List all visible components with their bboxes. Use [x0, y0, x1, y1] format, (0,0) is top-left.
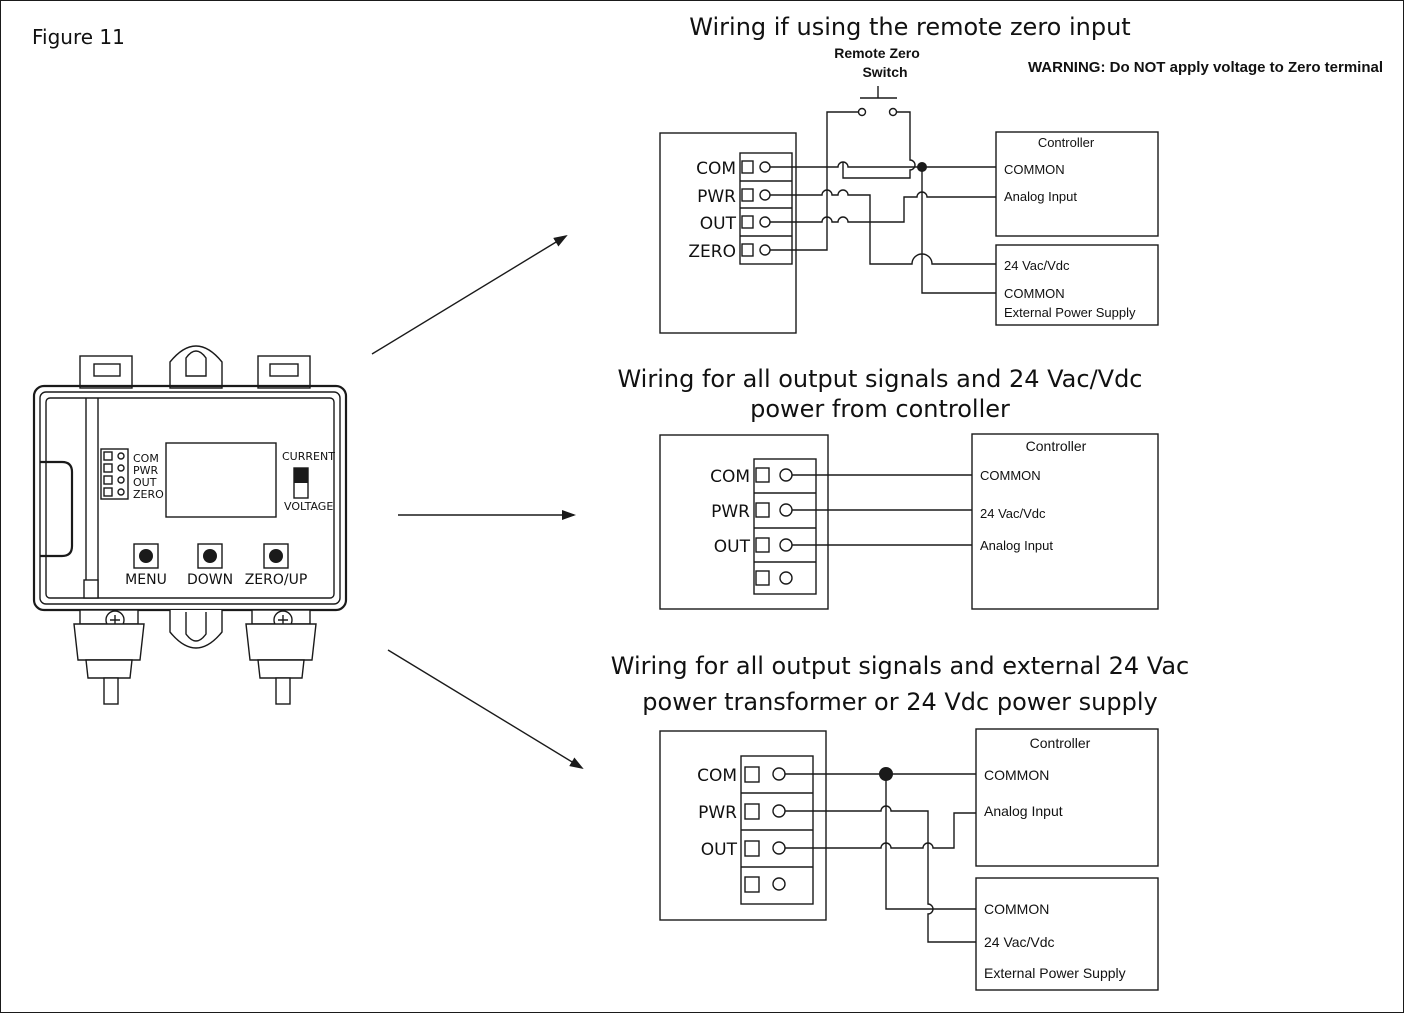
- panel-3-supply-voltage: 24 Vac/Vdc: [984, 934, 1055, 950]
- panel-3-supply-common: COMMON: [984, 901, 1049, 917]
- panel-1-terminal-pwr: PWR: [697, 187, 736, 207]
- panel-1-terminal-com: COM: [696, 159, 736, 179]
- panel-3-controller-analog-input: Analog Input: [984, 803, 1063, 819]
- down-button[interactable]: [197, 543, 223, 569]
- panel-3-title-line-1: Wiring for all output signals and extern…: [611, 652, 1189, 680]
- remote-zero-switch-label-1: Remote Zero: [834, 45, 920, 61]
- panel-2-terminal-pwr: PWR: [711, 502, 750, 522]
- remote-zero-switch-icon: [857, 86, 898, 117]
- device-terminal-pwr: PWR: [133, 464, 159, 477]
- remote-zero-switch-label-2: Switch: [862, 64, 907, 80]
- panel-2-controller-analog-input: Analog Input: [980, 538, 1053, 553]
- device-display: [165, 442, 277, 518]
- device-terminal-out: OUT: [133, 476, 157, 489]
- panel-1-supply-common: COMMON: [1004, 286, 1065, 301]
- panel-1-terminal-out: OUT: [700, 214, 737, 234]
- panel-3-terminal-pwr: PWR: [698, 803, 737, 823]
- panel-1-controller-analog-input: Analog Input: [1004, 189, 1077, 204]
- panel-controller-power: Wiring for all output signals and 24 Vac…: [617, 365, 1159, 610]
- panel-2-title-line-1: Wiring for all output signals and 24 Vac…: [617, 365, 1142, 393]
- warning-text: WARNING: Do NOT apply voltage to Zero te…: [1028, 59, 1383, 76]
- panel-3-terminal-com: COM: [697, 766, 737, 786]
- panel-1-terminal-zero: ZERO: [688, 242, 736, 262]
- panel-2-controller-voltage: 24 Vac/Vdc: [980, 506, 1046, 521]
- arrow-to-panel-3: [387, 649, 584, 770]
- switch-label-current: CURRENT: [282, 450, 335, 463]
- switch-label-voltage: VOLTAGE: [284, 500, 333, 513]
- arrow-to-panel-1: [371, 234, 568, 355]
- panel-3-controller-common: COMMON: [984, 767, 1049, 783]
- panel-1-title: Wiring if using the remote zero input: [689, 13, 1130, 41]
- device-terminal-strip: COM PWR OUT ZERO: [100, 448, 164, 501]
- menu-button-label: MENU: [125, 572, 167, 588]
- panel-1-supply-voltage: 24 Vac/Vdc: [1004, 258, 1070, 273]
- panel-remote-zero: Wiring if using the remote zero input Re…: [659, 13, 1383, 334]
- panel-external-supply: Wiring for all output signals and extern…: [611, 652, 1189, 991]
- panel-3-terminal-out: OUT: [701, 840, 738, 860]
- panel-2-title-line-2: power from controller: [750, 395, 1010, 423]
- cable-gland-left: [73, 609, 145, 705]
- panel-3-wires: [785, 767, 976, 943]
- panel-3-controller-title: Controller: [1030, 735, 1091, 751]
- panel-3-title-line-2: power transformer or 24 Vdc power supply: [642, 688, 1157, 716]
- panel-2-controller-common: COMMON: [980, 468, 1041, 483]
- device-terminal-zero: ZERO: [133, 488, 164, 501]
- panel-2-terminal-out: OUT: [714, 537, 751, 557]
- device-terminal-com: COM: [133, 452, 159, 465]
- panel-1-controller-common: COMMON: [1004, 162, 1065, 177]
- panel-2-wires: [792, 474, 972, 546]
- menu-button[interactable]: [133, 543, 159, 569]
- device-enclosure: COM PWR OUT ZERO CURRENT VOLTAGE MENU DO…: [32, 345, 348, 705]
- figure-label: Figure 11: [32, 25, 125, 49]
- panel-2-terminal-com: COM: [710, 467, 750, 487]
- panel-2-controller-title: Controller: [1026, 438, 1087, 454]
- panel-3-supply-title: External Power Supply: [984, 965, 1126, 981]
- cable-gland-right: [245, 609, 317, 705]
- panel-1-wires: [770, 111, 996, 294]
- panel-1-controller-title: Controller: [1038, 135, 1095, 150]
- panel-1-supply-title: External Power Supply: [1004, 305, 1136, 320]
- down-button-label: DOWN: [187, 572, 233, 588]
- zero-up-button[interactable]: [263, 543, 289, 569]
- zero-up-button-label: ZERO/UP: [245, 572, 308, 588]
